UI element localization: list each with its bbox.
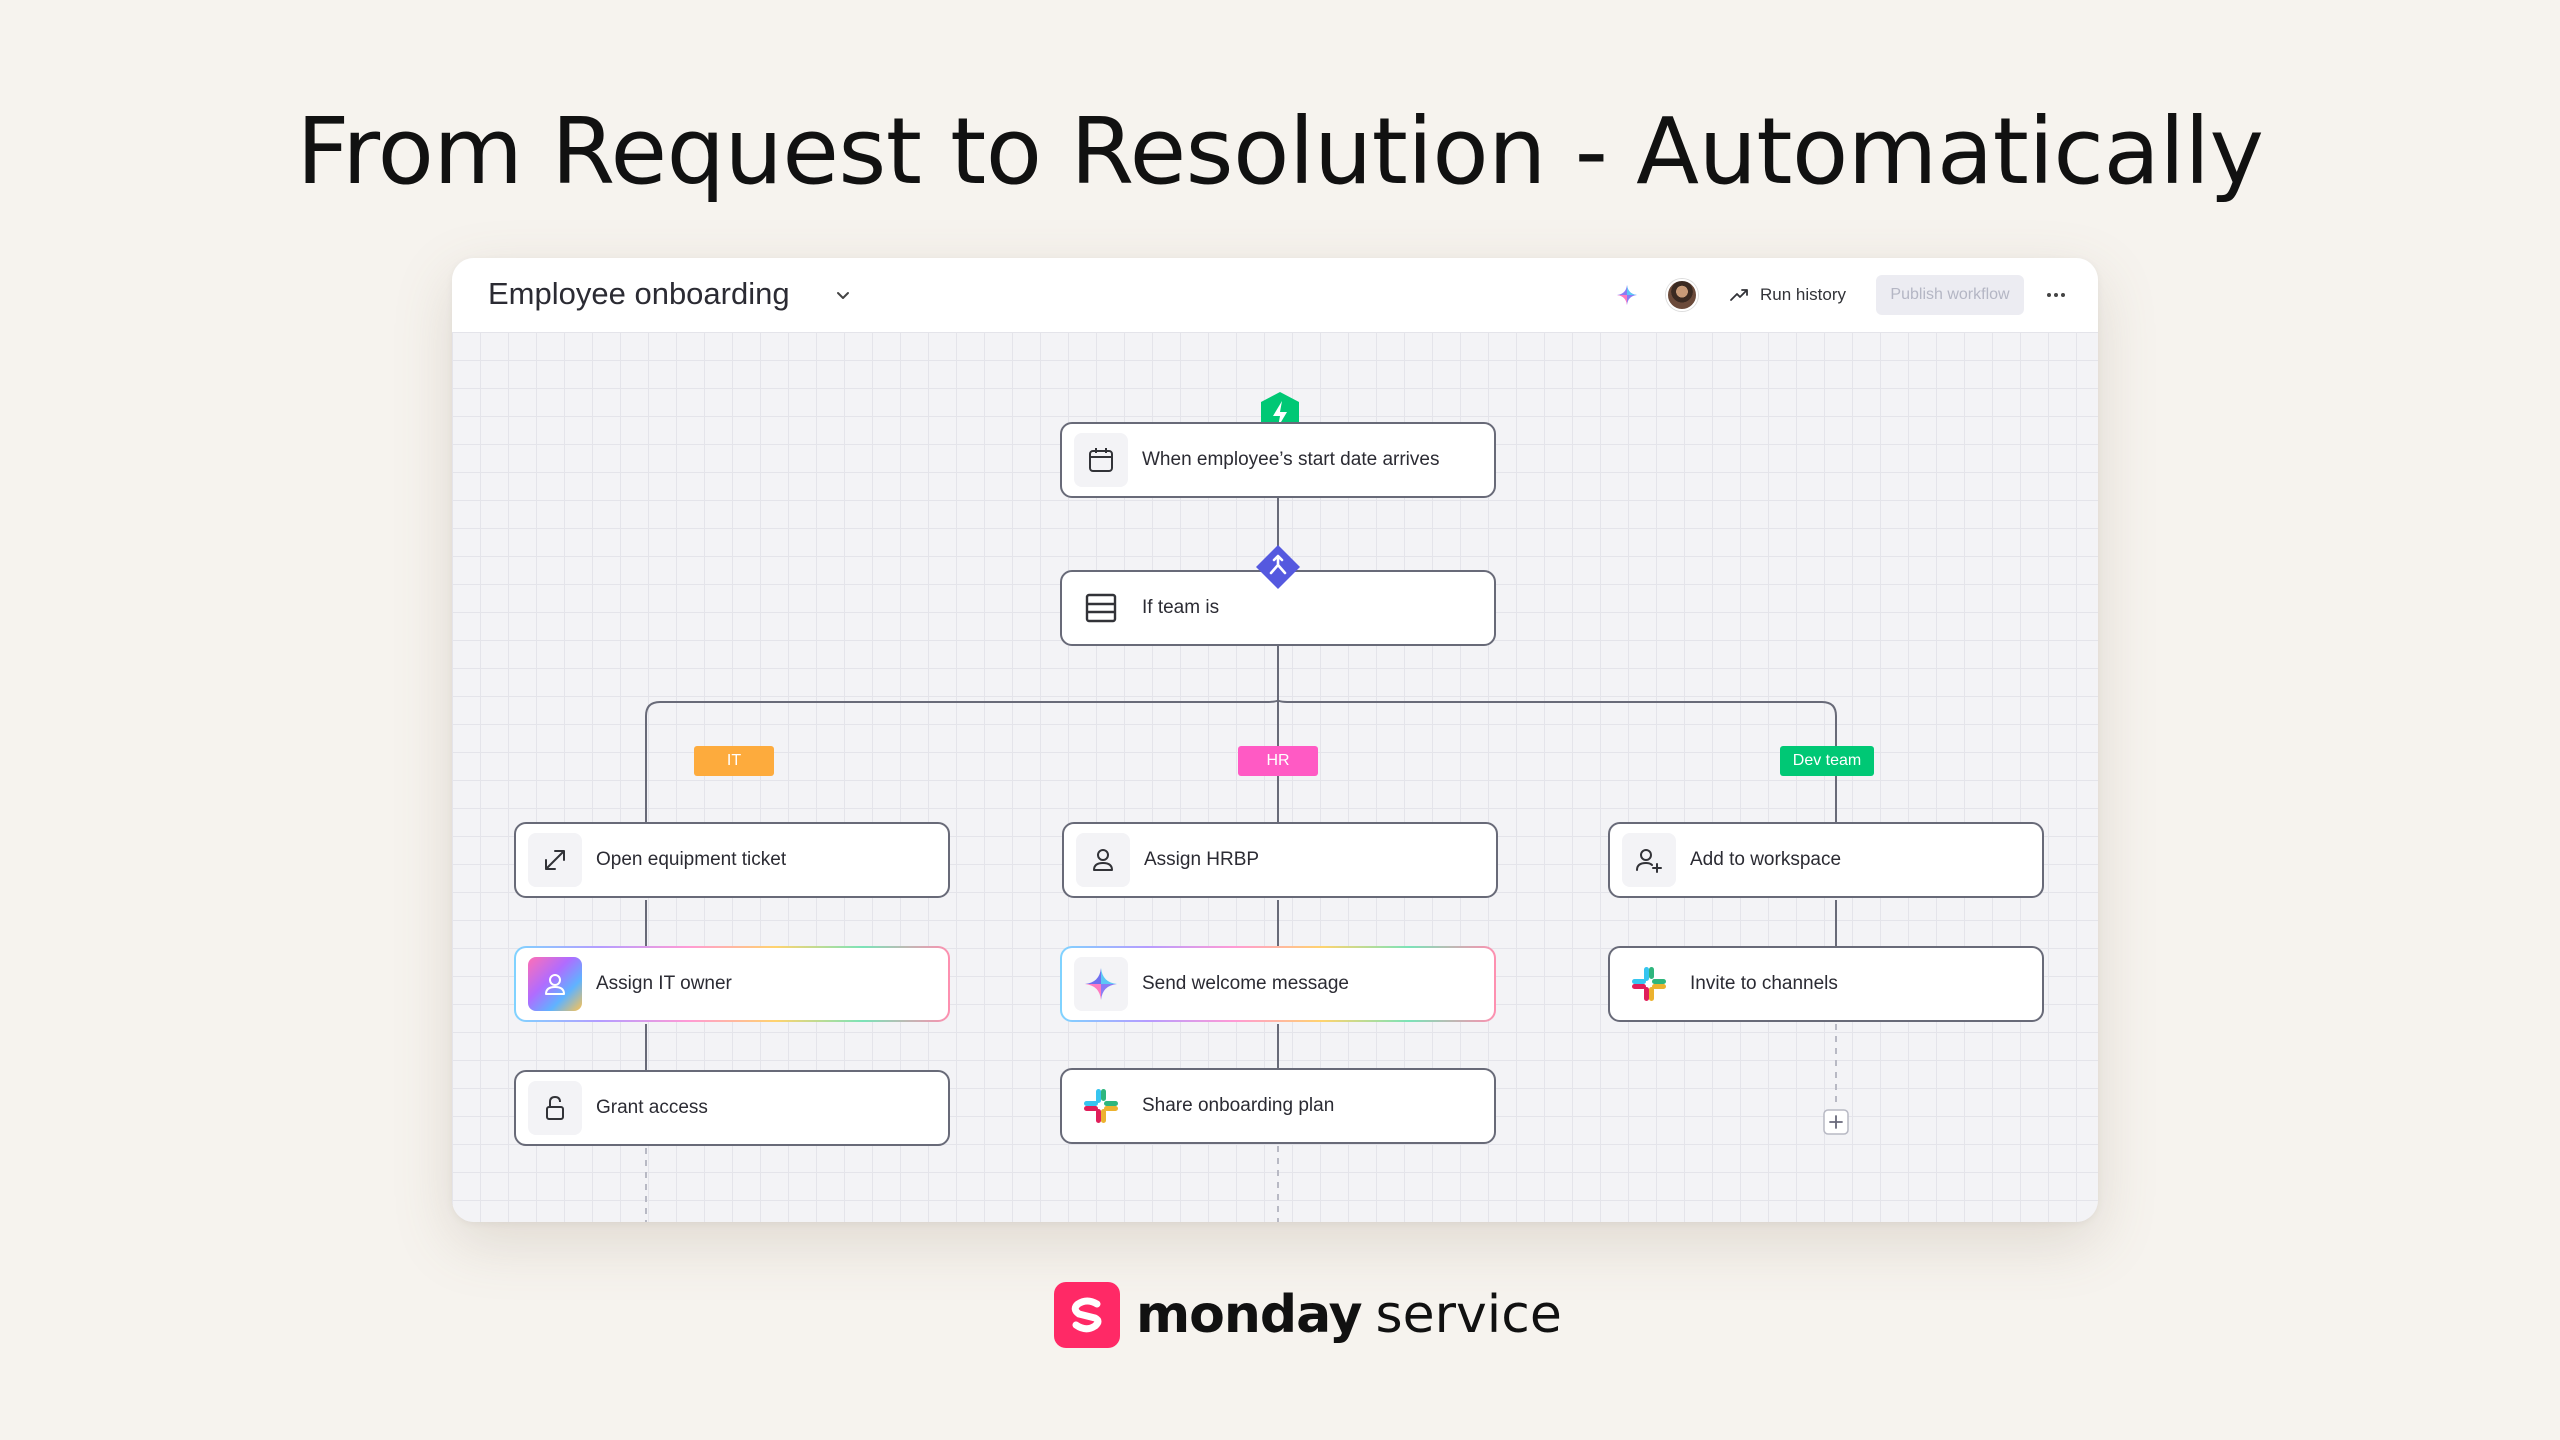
user-avatar[interactable] (1666, 279, 1698, 311)
run-history-button[interactable]: Run history (1728, 278, 1846, 312)
ai-person-icon (528, 957, 582, 1011)
step-label: Invite to channels (1690, 973, 1838, 994)
ai-sparkle-icon (1074, 957, 1128, 1011)
table-icon (1074, 581, 1128, 635)
add-step-icon[interactable] (1822, 1108, 1850, 1136)
step-grant-access[interactable]: Grant access (514, 1070, 950, 1146)
trigger-node[interactable]: When employee’s start date arrives (1060, 422, 1496, 498)
add-user-icon (1622, 833, 1676, 887)
step-add-to-workspace[interactable]: Add to workspace (1608, 822, 2044, 898)
connector-lines (645, 498, 1837, 1222)
branch-tag-it: IT (694, 746, 774, 776)
step-label: Grant access (596, 1097, 708, 1118)
publish-workflow-button[interactable]: Publish workflow (1876, 275, 2024, 315)
workflow-window: Employee onboarding Run history Publish … (452, 258, 2098, 1222)
unlock-icon (528, 1081, 582, 1135)
trend-icon (1730, 289, 1748, 301)
step-label: Assign HRBP (1144, 849, 1260, 870)
step-label: Share onboarding plan (1142, 1095, 1335, 1116)
run-history-label: Run history (1760, 285, 1846, 304)
person-icon (1076, 833, 1130, 887)
expand-arrows-icon (528, 833, 582, 887)
workflow-title[interactable]: Employee onboarding (488, 276, 790, 311)
step-send-welcome-message[interactable]: Send welcome message (1060, 946, 1496, 1022)
workflow-toolbar: Employee onboarding Run history Publish … (452, 258, 2098, 332)
chevron-down-icon[interactable] (830, 282, 856, 308)
step-assign-hrbp[interactable]: Assign HRBP (1062, 822, 1498, 898)
step-label: Assign IT owner (596, 973, 732, 994)
step-label: Open equipment ticket (596, 849, 787, 870)
condition-label: If team is (1142, 597, 1220, 618)
step-label: Send welcome message (1142, 973, 1349, 994)
step-invite-to-channels[interactable]: Invite to channels (1608, 946, 2044, 1022)
branch-tag-dev-team: Dev team (1780, 746, 1874, 776)
page-headline: From Request to Resolution - Automatical… (296, 98, 2264, 205)
step-assign-it-owner[interactable]: Assign IT owner (514, 946, 950, 1022)
brand-product: service (1375, 1285, 1562, 1345)
brand-logo: monday service (1054, 1282, 1562, 1348)
calendar-icon (1074, 433, 1128, 487)
branch-tag-hr: HR (1238, 746, 1318, 776)
trigger-label: When employee’s start date arrives (1142, 449, 1440, 470)
step-label: Add to workspace (1690, 849, 1842, 870)
slack-icon (1622, 957, 1676, 1011)
ai-sparkle-icon[interactable] (1614, 282, 1640, 308)
monday-logo-icon (1054, 1282, 1120, 1348)
slack-icon (1074, 1079, 1128, 1133)
brand-name: monday (1136, 1285, 1363, 1345)
step-open-equipment-ticket[interactable]: Open equipment ticket (514, 822, 950, 898)
condition-badge-icon (1256, 545, 1300, 589)
step-share-onboarding-plan[interactable]: Share onboarding plan (1060, 1068, 1496, 1144)
more-options-icon[interactable] (2042, 282, 2070, 308)
